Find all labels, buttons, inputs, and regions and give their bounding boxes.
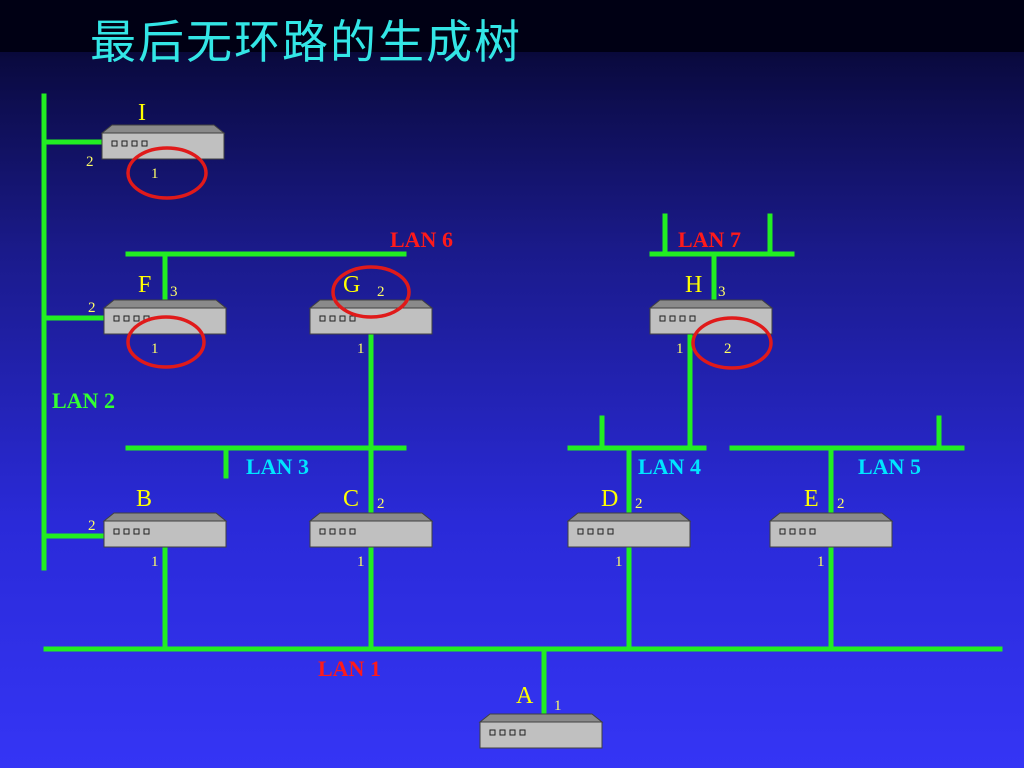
port-f-2: 2: [88, 300, 96, 316]
port-h-2: 2: [724, 341, 732, 357]
port-c-1: 1: [357, 554, 365, 570]
port-i-2: 2: [86, 154, 94, 170]
port-f-1: 1: [151, 341, 159, 357]
title-bar: [0, 0, 1024, 52]
bridge-g-label: G: [343, 272, 360, 298]
bridge-h-label: H: [685, 272, 702, 298]
lan1-label: LAN 1: [318, 656, 381, 681]
lan-labels: LAN 1 LAN 2 LAN 3 LAN 4 LAN 5 LAN 6 LAN …: [52, 227, 921, 681]
bridges: [101, 124, 893, 749]
bridge-i-box: [101, 124, 225, 160]
bridge-a-label: A: [516, 683, 534, 709]
bridge-d-box: [567, 512, 691, 548]
bridge-c-label: C: [343, 486, 359, 512]
lan5-label: LAN 5: [858, 454, 921, 479]
lan6-label: LAN 6: [390, 227, 453, 252]
lan2-label: LAN 2: [52, 388, 115, 413]
blocked-port-markers: [126, 146, 773, 370]
bridge-h-box: [649, 299, 773, 335]
lan3-label: LAN 3: [246, 454, 309, 479]
blocked-port-circle-icon: [126, 146, 208, 200]
blocked-port-circle-icon: [691, 316, 773, 370]
bridge-e-box: [769, 512, 893, 548]
blocked-port-circle-icon: [331, 265, 411, 319]
port-h-3: 3: [718, 284, 726, 300]
port-d-2: 2: [635, 496, 643, 512]
blocked-port-circle-icon: [126, 315, 206, 369]
lan7-label: LAN 7: [678, 227, 741, 252]
slide-title: 最后无环路的生成树: [90, 15, 522, 69]
port-e-2: 2: [837, 496, 845, 512]
port-h-1: 1: [676, 341, 684, 357]
bridge-e-label: E: [804, 486, 819, 512]
links: [41, 93, 1003, 716]
port-g-1: 1: [357, 341, 365, 357]
port-i-1: 1: [151, 166, 159, 182]
port-a-1: 1: [554, 698, 562, 714]
port-e-1: 1: [817, 554, 825, 570]
bridge-labels: I F G H B C D E A: [136, 100, 819, 709]
bridge-a-box: [479, 713, 603, 749]
bridge-i-label: I: [138, 100, 146, 126]
bridge-b-box: [103, 512, 227, 548]
bridge-d-label: D: [601, 486, 618, 512]
port-c-2: 2: [377, 496, 385, 512]
lan4-label: LAN 4: [638, 454, 701, 479]
bridge-f-label: F: [138, 272, 151, 298]
bridge-b-label: B: [136, 486, 152, 512]
port-labels: 2 1 3 2 1 2 1 3 1 2 2 1 2 1 2 1 2 1 1: [86, 154, 845, 714]
port-d-1: 1: [615, 554, 623, 570]
port-g-2: 2: [377, 284, 385, 300]
port-b-2: 2: [88, 518, 96, 534]
bridge-c-box: [309, 512, 433, 548]
port-b-1: 1: [151, 554, 159, 570]
port-f-3: 3: [170, 284, 178, 300]
